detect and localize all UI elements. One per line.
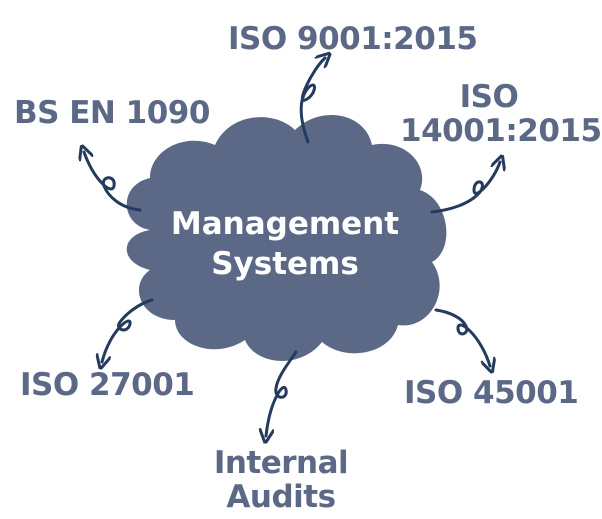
- label-iso45001: ISO 45001: [404, 375, 579, 411]
- label-iso27001: ISO 27001: [20, 367, 195, 403]
- cloud-shape: [126, 114, 447, 361]
- arrow-iso9001: [299, 58, 325, 144]
- label-internal-audits: Internal Audits: [206, 446, 356, 514]
- arrow-iso14001: [430, 162, 500, 214]
- center-title: Management Systems: [150, 204, 420, 284]
- label-iso9001: ISO 9001:2015: [228, 21, 478, 57]
- center-title-line1: Management: [170, 206, 400, 242]
- label-iso14001-line1: ISO: [459, 79, 519, 115]
- diagram-canvas: [0, 0, 580, 519]
- arrow-iso45001: [434, 308, 490, 366]
- arrow-bsen1090: [84, 152, 142, 212]
- arrow-audits: [266, 350, 298, 436]
- center-title-line2: Systems: [211, 246, 359, 282]
- label-bsen1090: BS EN 1090: [14, 95, 210, 131]
- label-audits-line2: Audits: [226, 479, 336, 515]
- arrow-iso27001: [102, 298, 154, 362]
- label-iso14001-line2: 14001:2015: [400, 113, 602, 149]
- label-audits-line1: Internal: [213, 445, 349, 481]
- label-iso14001: ISO 14001:2015: [400, 79, 602, 149]
